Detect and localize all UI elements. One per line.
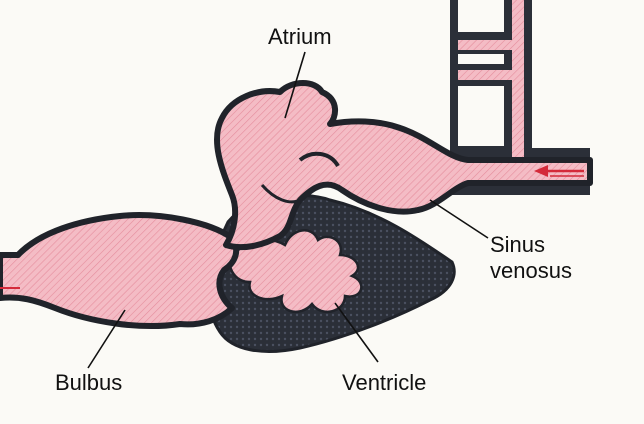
- atrium-label: Atrium: [268, 24, 332, 50]
- sinus-leader: [430, 200, 488, 238]
- sinus-label-line1: Sinus: [490, 232, 572, 258]
- bulbus: [0, 215, 236, 326]
- sinus-label-line2: venosus: [490, 258, 572, 284]
- bulbus-label: Bulbus: [55, 370, 122, 396]
- ventricle-label: Ventricle: [342, 370, 426, 396]
- sinus-venosus-label: Sinus venosus: [490, 232, 572, 284]
